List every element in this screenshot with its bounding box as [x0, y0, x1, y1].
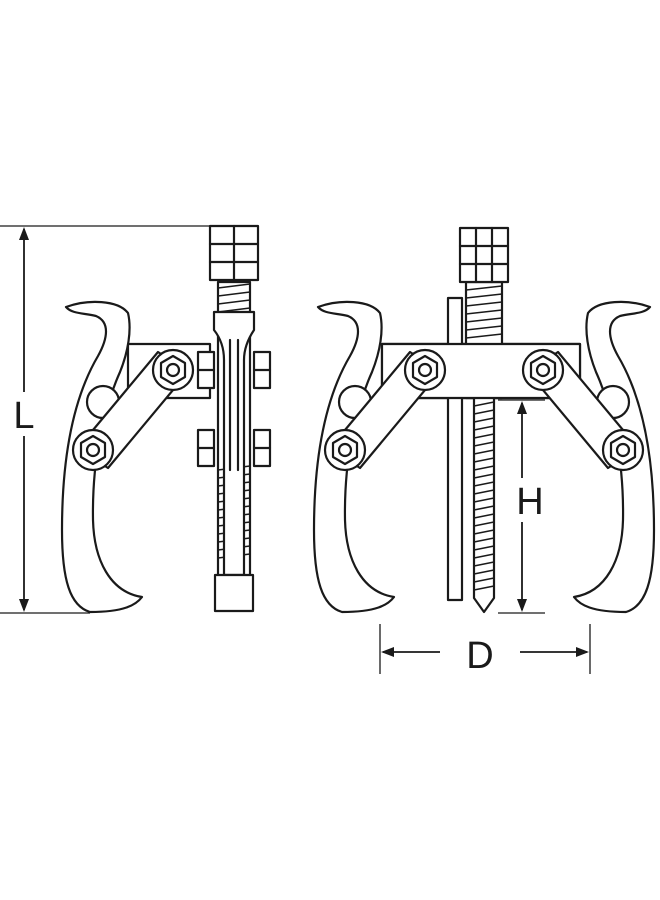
front-screw-shaft: [464, 280, 504, 614]
front-bolt-left-top: [411, 354, 439, 386]
diameter-dimension: D: [379, 624, 591, 677]
front-jaw-right: [572, 300, 656, 614]
height-label: H: [516, 481, 543, 523]
front-bolt-left-bottom: [331, 434, 359, 466]
side-link-bolt-bottom: [79, 434, 107, 466]
side-hex-head: [208, 224, 260, 282]
front-bolt-right-top: [529, 354, 557, 386]
front-view: H D: [312, 226, 656, 677]
side-nut-lower: [196, 428, 272, 468]
side-link-bolt-top: [159, 354, 187, 386]
front-jaw-left: [312, 300, 396, 614]
side-jaw: [60, 300, 144, 614]
height-dimension: H: [498, 399, 545, 614]
length-label: L: [13, 395, 34, 437]
length-dimension: L: [0, 225, 255, 614]
side-nut-upper: [196, 350, 272, 390]
front-screw-threads: [465, 285, 503, 591]
front-hex-head: [458, 226, 510, 284]
side-screw-tip: [213, 573, 255, 613]
front-bolt-right-bottom: [609, 434, 637, 466]
diameter-label: D: [466, 635, 493, 677]
side-view: L: [0, 224, 272, 614]
